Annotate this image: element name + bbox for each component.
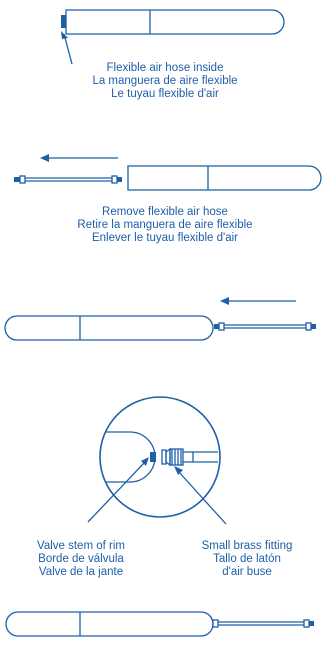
step2-caption-en: Remove flexible air hose: [102, 206, 228, 218]
step1-caption-en: Flexible air hose inside: [106, 62, 224, 74]
brass-fitting-caption-es: Tallo de latón: [213, 553, 281, 565]
step1-caption-fr: Le tuyau flexible d'air: [111, 88, 219, 100]
brass-fitting-pointer: [174, 466, 227, 525]
step1-pointer-arrow: [61, 31, 73, 65]
valve-stem-pointer: [87, 457, 149, 523]
valve-stem-caption-es: Borde de válvula: [38, 553, 124, 565]
step3-direction-arrow: [220, 297, 296, 305]
step2-flexible-hose: [14, 175, 122, 184]
brass-fitting-caption: Small brass fitting Tallo de latón d'air…: [172, 540, 322, 579]
valve-stem-caption-fr: Valve de la jante: [38, 566, 124, 578]
step5-pump-illustration: [5, 611, 214, 637]
step2-pump-illustration: [127, 165, 322, 191]
step1-caption-es: La manguera de aire flexible: [92, 75, 238, 87]
step4-detail-circle: [99, 396, 221, 518]
step3-flexible-hose: [214, 322, 316, 331]
step1-caption: Flexible air hose inside La manguera de …: [40, 62, 290, 101]
step5-flexible-hose: [212, 619, 314, 628]
step2-caption-es: Retire la manguera de aire flexible: [77, 219, 253, 231]
brass-fitting-caption-en: Small brass fitting: [201, 540, 293, 552]
step3-pump-illustration: [4, 315, 214, 341]
step2-caption-fr: Enlever le tuyau flexible d'air: [91, 232, 239, 244]
step1-pump-illustration: [61, 9, 285, 35]
brass-fitting-caption-fr: d'air buse: [222, 566, 272, 578]
step2-direction-arrow: [40, 154, 118, 162]
step2-caption: Remove flexible air hose Retire la mangu…: [40, 206, 290, 245]
valve-stem-caption: Valve stem of rim Borde de válvula Valve…: [6, 540, 156, 579]
valve-stem-caption-en: Valve stem of rim: [37, 540, 125, 552]
